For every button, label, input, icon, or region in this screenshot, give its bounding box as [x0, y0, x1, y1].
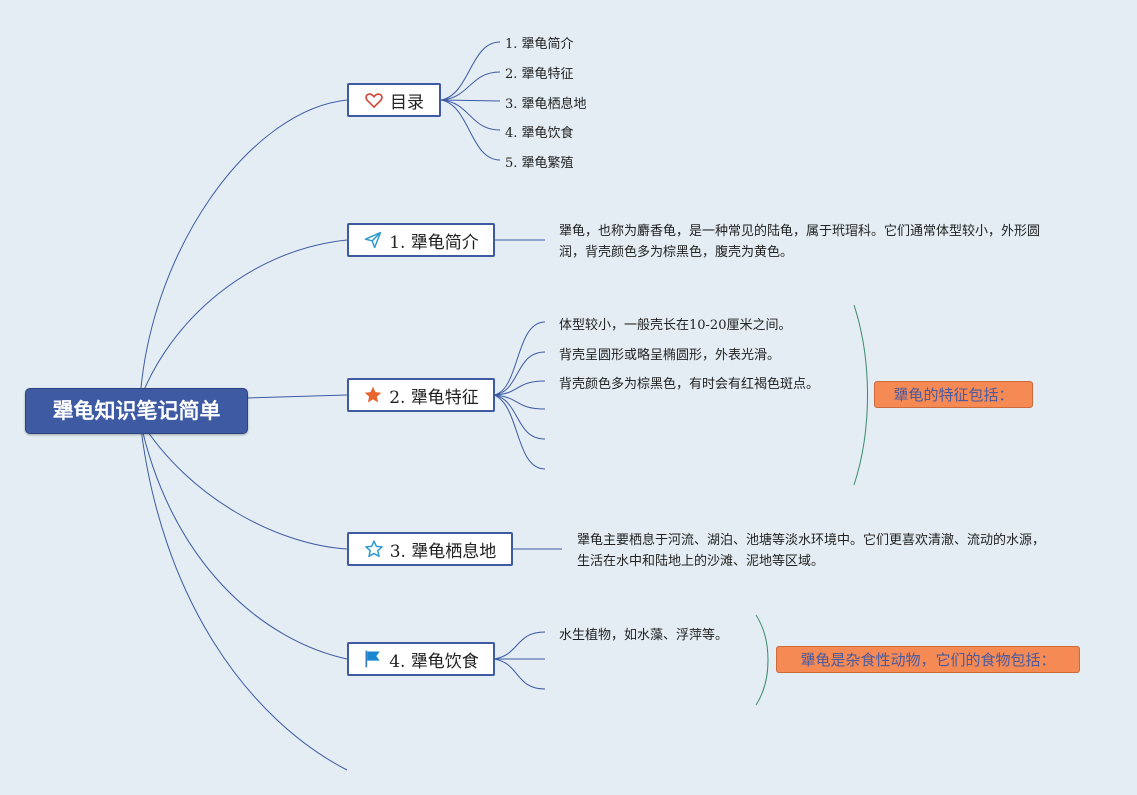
connector-root-intro — [139, 239, 348, 401]
habitat-text[interactable]: 犟龟主要栖息于河流、湖泊、池塘等淡水环境中。它们更喜欢清澈、流动的水源，生活在水… — [577, 533, 1046, 569]
heart-icon — [364, 90, 384, 110]
feature-item[interactable]: 背壳呈圆形或略呈椭圆形，外表光滑。 — [559, 348, 781, 363]
feature-item[interactable]: 背壳颜色多为棕黑色，有时会有红褐色斑点。 — [559, 377, 820, 392]
connector-root-features — [245, 394, 348, 399]
connector-root-habitat — [139, 419, 348, 550]
flag-icon — [363, 649, 383, 669]
topic-features[interactable]: 2. 犟龟特征 — [347, 378, 495, 412]
topic-toc[interactable]: 目录 — [347, 83, 441, 117]
toc-item[interactable]: 1. 犟龟简介 — [505, 37, 574, 52]
toc-item[interactable]: 4. 犟龟饮食 — [505, 126, 574, 141]
summary-brace-features — [853, 304, 868, 486]
connector-root-diet — [139, 419, 348, 660]
connector-toc-1 — [440, 41, 501, 101]
star-outline-icon — [364, 539, 384, 559]
root-topic[interactable]: 犟龟知识笔记简单 — [25, 388, 248, 434]
features-summary[interactable]: 犟龟的特征包括： — [874, 381, 1033, 408]
connector-toc-2 — [440, 71, 501, 101]
toc-item[interactable]: 2. 犟龟特征 — [505, 67, 574, 82]
connector-feature-6 — [493, 394, 546, 470]
topic-intro[interactable]: 1. 犟龟简介 — [347, 223, 495, 257]
connector-diet-3 — [493, 658, 546, 690]
connector-toc-4 — [440, 99, 501, 131]
topic-features-label: 2. 犟龟特征 — [389, 387, 479, 408]
connector-root-reproduction — [139, 419, 348, 771]
topic-toc-label: 目录 — [390, 92, 424, 113]
topic-habitat[interactable]: 3. 犟龟栖息地 — [347, 532, 513, 566]
connector-feature-2 — [493, 351, 546, 396]
connector-toc-3 — [440, 99, 501, 102]
paper-plane-icon — [363, 230, 383, 250]
summary-brace-diet — [755, 614, 769, 706]
connector-feature-1 — [493, 321, 546, 396]
toc-item[interactable]: 3. 犟龟栖息地 — [505, 97, 587, 112]
topic-diet[interactable]: 4. 犟龟饮食 — [347, 642, 495, 676]
diet-item[interactable]: 水生植物，如水藻、浮萍等。 — [559, 628, 729, 643]
feature-item[interactable]: 体型较小，一般壳长在10-20厘米之间。 — [559, 318, 792, 333]
diet-summary[interactable]: 犟龟是杂食性动物，它们的食物包括： — [776, 646, 1080, 673]
connector-feature-4 — [493, 394, 546, 410]
connector-toc-5 — [440, 99, 501, 161]
topic-intro-label: 1. 犟龟简介 — [389, 232, 479, 253]
star-filled-icon — [363, 385, 383, 405]
connector-feature-3 — [493, 380, 546, 396]
topic-habitat-label: 3. 犟龟栖息地 — [389, 541, 497, 562]
connector-diet-1 — [493, 631, 546, 660]
toc-item[interactable]: 5. 犟龟繁殖 — [505, 156, 574, 171]
connector-root-toc — [139, 99, 348, 401]
intro-text[interactable]: 犟龟，也称为麝香龟，是一种常见的陆龟，属于玳瑁科。它们通常体型较小，外形圆润，背… — [559, 224, 1041, 260]
topic-diet-label: 4. 犟龟饮食 — [389, 651, 479, 672]
connector-feature-5 — [493, 394, 546, 440]
